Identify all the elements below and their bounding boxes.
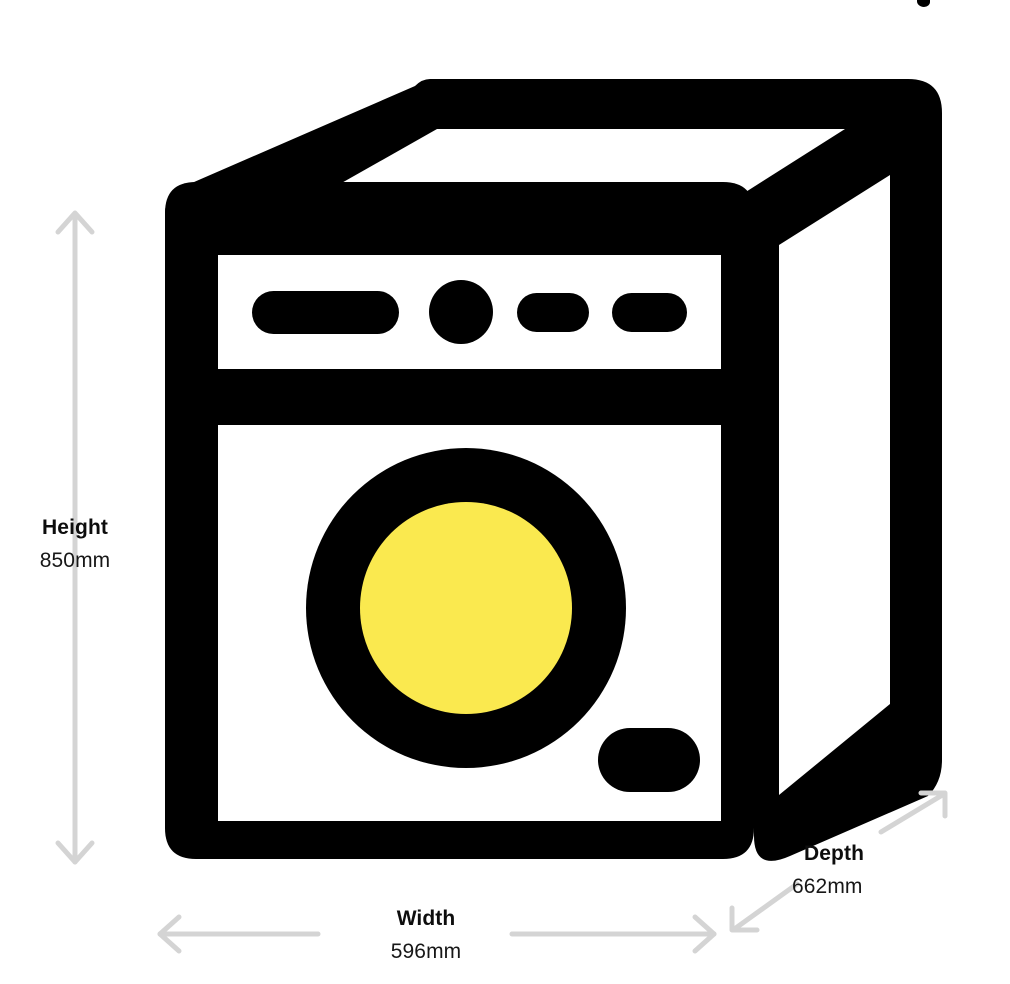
- depth-arrow-head-lower: [729, 905, 760, 933]
- width-arrow-head-right: [692, 914, 717, 954]
- height-arrow-head-bottom: [55, 840, 95, 865]
- drum-door-glass[interactable]: [360, 502, 572, 714]
- depth-arrow-shaft-upper: [878, 791, 947, 835]
- control-pill-small-2[interactable]: [612, 293, 687, 332]
- depth-arrow-shaft-lower: [730, 881, 800, 933]
- width-dimension-arrow: [157, 914, 717, 954]
- detergent-drawer-handle[interactable]: [598, 728, 700, 792]
- width-label-title: Width: [396, 907, 456, 930]
- machine-side-face-inner: [779, 175, 890, 795]
- depth-dimension-label: Depth 662mm: [762, 841, 962, 901]
- washing-machine-icon: [165, 79, 942, 861]
- depth-label-title: Depth: [804, 842, 864, 865]
- width-arrow-head-left: [157, 914, 182, 954]
- height-dimension-arrow: [55, 210, 95, 865]
- depth-arrow-head-upper: [918, 790, 948, 819]
- height-arrow-head-top: [55, 210, 95, 235]
- width-label-value: 596mm: [390, 940, 462, 964]
- corner-ink-mark: [917, 0, 930, 7]
- control-pill-small-1[interactable]: [517, 293, 589, 332]
- control-pill-wide[interactable]: [252, 291, 399, 334]
- height-label-title: Height: [42, 516, 108, 539]
- control-knob-round[interactable]: [429, 280, 493, 344]
- depth-label-value: 662mm: [792, 875, 863, 899]
- depth-dimension-arrow: [729, 790, 948, 933]
- height-label-value: 850mm: [39, 549, 111, 573]
- width-dimension-label: Width 596mm: [326, 906, 526, 966]
- height-dimension-label: Height 850mm: [0, 515, 150, 575]
